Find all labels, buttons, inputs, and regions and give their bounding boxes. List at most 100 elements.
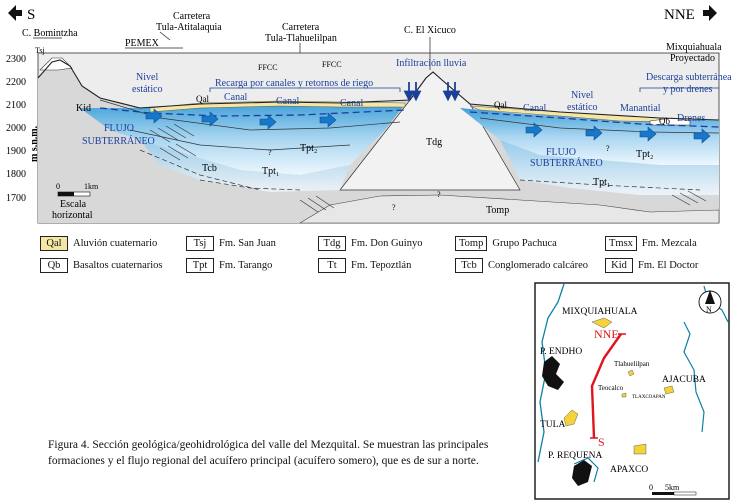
map-river-left — [537, 283, 565, 463]
infiltration-arrows — [403, 82, 461, 102]
map-labels: MIXQUIAHUALA NNE P. ENDHO Tlahuelilpan T… — [540, 307, 706, 475]
map-label-mixquiahuala: MIXQUIAHUALA — [562, 307, 638, 317]
map-label-endho: P. ENDHO — [540, 347, 582, 357]
south-direction-indicator: S — [8, 5, 35, 23]
map-town-tlahuelilpan — [627, 369, 635, 377]
y-axis-label: m s.n.m. — [29, 125, 40, 162]
descarga-label-1: Descarga subterránea — [646, 72, 732, 83]
label-ffcc-2: FFCC — [322, 60, 342, 69]
descarga-label-2: y por drenes — [663, 84, 713, 95]
scale-zero: 0 — [56, 182, 60, 191]
nivel-estatico-left-2: estático — [132, 84, 163, 95]
qal-right-label: Qal — [494, 100, 507, 110]
map-section-line — [590, 333, 622, 439]
y-tick-1800: 1800 — [6, 169, 26, 180]
map-river-bottom — [573, 457, 599, 483]
canal-label-3: Canal — [340, 98, 364, 109]
y-tick-2200: 2200 — [6, 77, 26, 88]
y-tick-2000: 2000 — [6, 123, 26, 134]
label-mixquiahuala: Mixquiahuala — [666, 42, 722, 53]
label-ffcc-1: FFCC — [258, 63, 278, 72]
figure-caption: Figura 4. Sección geológica/geohidrológi… — [48, 439, 489, 467]
y-axis: 2300 2200 2100 2000 1900 1800 1700 m s.n… — [6, 54, 40, 204]
tpt1-right — [500, 140, 719, 195]
drenes-label: Drenes — [677, 113, 705, 124]
qal-left-label: Qal — [196, 94, 209, 104]
canal-label-2: Canal — [276, 96, 300, 107]
tcb-label: Tcb — [202, 163, 217, 174]
map-label-nne: NNE — [594, 327, 619, 341]
map-label-ajacuba: AJACUBA — [662, 375, 706, 385]
north-arrow-icon: N — [698, 290, 722, 314]
map-town-teocalco — [621, 392, 627, 398]
canal-label-4: Canal — [523, 103, 547, 114]
tpt2-right-label: Tpt₂ — [636, 149, 653, 160]
tpt2-left-label: Tpt₂ — [300, 143, 317, 154]
map-scale: 0 5km — [649, 483, 697, 496]
scale-km: 1km — [84, 182, 99, 191]
discharge-bracket — [639, 87, 719, 92]
manantial-label: Manantial — [620, 103, 661, 114]
map-town-apaxco — [633, 443, 647, 455]
scale-label-1: Escala — [60, 199, 87, 210]
y-tick-1900: 1900 — [6, 146, 26, 157]
flow-arrows — [145, 108, 711, 144]
map-town-ajacuba — [663, 385, 675, 395]
kid-label: Kid — [76, 103, 91, 114]
north-label: N — [706, 305, 712, 314]
tsj-label: Tsj — [35, 46, 45, 55]
tpt1-right-label: Tpt₁ — [593, 177, 610, 188]
map-scale-label: 0 5km — [649, 483, 680, 492]
query-label-1: ? — [268, 148, 272, 157]
nivel-estatico-left-1: Nivel — [136, 72, 158, 83]
label-proyectado: Proyectado — [670, 53, 715, 64]
infiltracion-label: Infiltración lluvia — [396, 58, 467, 69]
map-label-tlahuelilpan: Tlahuelilpan — [614, 360, 650, 368]
query-label-2: ? — [606, 144, 610, 153]
flujo-left-1: FLUJO — [104, 123, 134, 134]
flujo-left-2: SUBTERRÁNEO — [82, 135, 155, 147]
map-town-tula — [563, 409, 579, 427]
y-tick-2100: 2100 — [6, 100, 26, 111]
label-bomintzha: C. Bomintzha — [22, 28, 78, 39]
nivel-estatico-right-1: Nivel — [571, 90, 593, 101]
map-reservoir-requena — [572, 460, 592, 486]
tcb-hatch — [149, 123, 707, 213]
nivel-estatico-right-2: estático — [567, 102, 598, 113]
map-town-mixquiahuala — [591, 317, 613, 329]
label-carretera-2: Carretera — [282, 22, 320, 33]
topographic-surface — [37, 59, 720, 121]
tdg-label: Tdg — [426, 137, 442, 148]
canal-label-1: Canal — [224, 92, 248, 103]
label-tula-tlahuelilpan: Tula-Tlahuelilpan — [265, 33, 337, 44]
cross-section: S NNE — [6, 5, 732, 224]
y-tick-2300: 2300 — [6, 54, 26, 65]
blue-labels: Nivel estático Recarga por canales y ret… — [82, 58, 732, 169]
map-label-requena: P. REQUENA — [548, 451, 603, 461]
flujo-right-1: FLUJO — [546, 147, 576, 158]
label-pemex: PEMEX — [125, 38, 160, 49]
label-carretera-1: Carretera — [173, 11, 211, 22]
map-reservoir-endho — [542, 356, 564, 390]
query-label-3: ? — [437, 190, 441, 199]
direction-s-label: S — [27, 7, 35, 23]
map-label-s: S — [598, 435, 605, 449]
label-tula-atitalaquia: Tula-Atitalaquia — [156, 22, 222, 33]
map-label-teocalco: Teocalco — [598, 384, 624, 392]
flujo-right-2: SUBTERRÁNEO — [530, 157, 603, 169]
qb-label: Qb — [659, 116, 670, 126]
map-label-tlaxcoapan: TLAXCOAPAN — [632, 395, 666, 400]
scale-label-2: horizontal — [52, 210, 93, 221]
tomp-label: Tomp — [486, 205, 509, 216]
top-labels: C. Bomintzha Carretera Tula-Atitalaquia … — [22, 11, 722, 72]
tpt1-left — [140, 140, 350, 192]
water-table-right — [469, 111, 720, 128]
tpt1-left-label: Tpt₁ — [262, 166, 279, 177]
